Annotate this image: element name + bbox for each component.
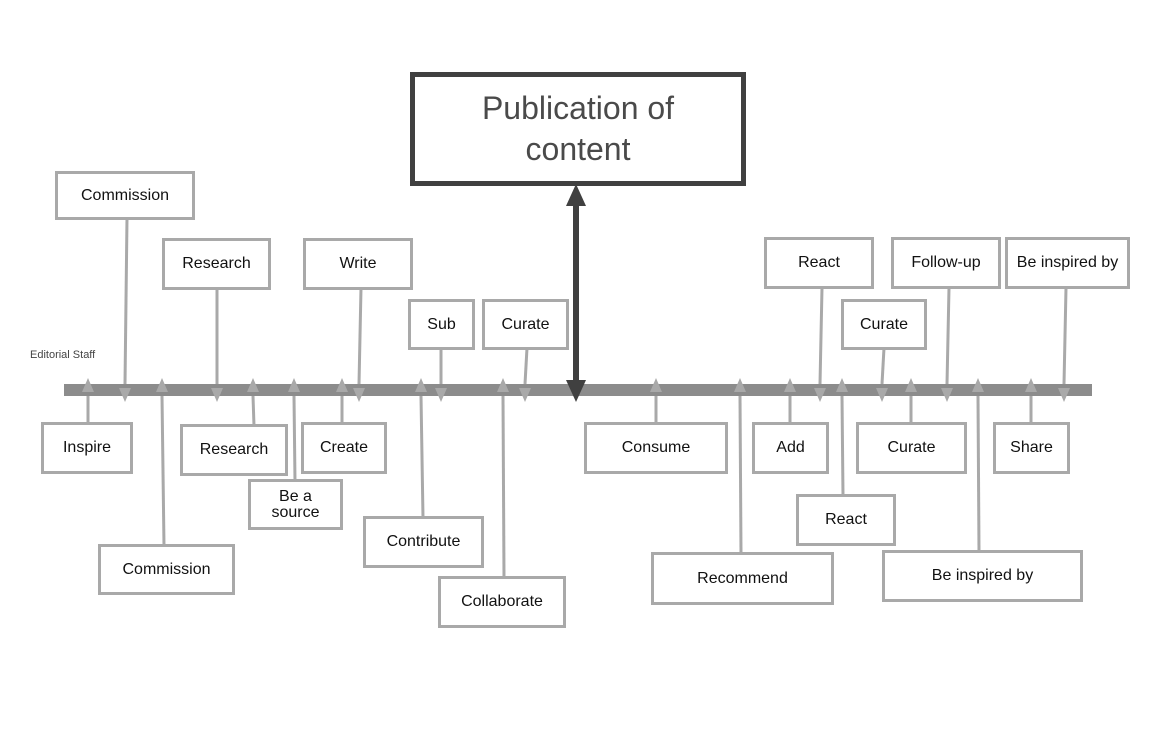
box-curate-right: Curate (841, 299, 927, 350)
arrowhead-down-icon (519, 388, 531, 402)
box-consume: Consume (584, 422, 728, 474)
arrowhead-up-icon (288, 378, 300, 392)
box-curate-left: Curate (482, 299, 569, 350)
arrowhead-up-icon (156, 378, 168, 392)
box-contribute: Contribute (363, 516, 484, 568)
box-share: Share (993, 422, 1070, 474)
box-research-top: Research (162, 238, 271, 290)
arrowhead-down-icon (876, 388, 888, 402)
arrowhead-down-icon (941, 388, 953, 402)
box-be-a-source: Be a source (248, 479, 343, 530)
connector-react-bottom (840, 395, 845, 497)
arrowhead-down-icon (814, 388, 826, 402)
down-connectors (123, 217, 1068, 385)
box-inspire: Inspire (41, 422, 133, 474)
connector-follow-up-top (945, 287, 951, 385)
down-arrowheads (119, 388, 1070, 402)
connector-write-top (357, 287, 363, 385)
arrowhead-up-icon (784, 378, 796, 392)
arrowhead-down-icon (211, 388, 223, 402)
box-create: Create (301, 422, 387, 474)
arrowhead-down-icon (1058, 388, 1070, 402)
arrowhead-up-icon (336, 378, 348, 392)
connector-recommend (738, 395, 743, 555)
connector-collaborate (501, 395, 506, 579)
box-follow-up: Follow-up (891, 237, 1001, 289)
box-research-bottom: Research (180, 424, 288, 476)
box-react-top: React (764, 237, 874, 289)
editorial-staff-label: Editorial Staff (30, 349, 96, 361)
box-write: Write (303, 238, 413, 290)
connector-be-inspired-bottom (976, 395, 981, 553)
box-curate-bottom: Curate (856, 422, 967, 474)
connector-commission-bottom (160, 395, 166, 547)
connector-react-top (818, 287, 824, 385)
box-add: Add (752, 422, 829, 474)
box-sub: Sub (408, 299, 475, 350)
connector-curate-left-top (523, 347, 529, 385)
box-react-bottom: React (796, 494, 896, 546)
arrowhead-up-icon (497, 378, 509, 392)
connector-commission-top (123, 217, 129, 385)
box-commission-top: Commission (55, 171, 195, 220)
up-connectors (86, 395, 1033, 579)
box-commission-bottom: Commission (98, 544, 235, 595)
arrowhead-up-icon (650, 378, 662, 392)
arrowhead-up-icon (836, 378, 848, 392)
connector-curate-right-top (880, 347, 886, 385)
arrowhead-up-icon (734, 378, 746, 392)
arrowhead-up-icon (247, 378, 259, 392)
arrowhead-up-icon (1025, 378, 1037, 392)
arrowhead-down-icon (566, 380, 586, 402)
connector-be-inspired-top (1062, 287, 1068, 385)
publication-title-box: Publication of content (410, 72, 746, 186)
arrowhead-up-icon (415, 378, 427, 392)
publication-arrow (566, 184, 586, 402)
box-be-inspired-top: Be inspired by (1005, 237, 1130, 289)
arrowhead-down-icon (435, 388, 447, 402)
box-collaborate: Collaborate (438, 576, 566, 628)
arrowhead-up-icon (82, 378, 94, 392)
up-arrowheads (82, 378, 1037, 392)
connector-contribute (419, 395, 425, 519)
arrowhead-up-icon (905, 378, 917, 392)
arrowhead-down-icon (119, 388, 131, 402)
connector-research-bottom (251, 395, 256, 427)
arrowhead-up-icon (972, 378, 984, 392)
connector-be-a-source (292, 395, 297, 483)
arrowhead-down-icon (353, 388, 365, 402)
box-be-inspired-bottom: Be inspired by (882, 550, 1083, 602)
box-recommend: Recommend (651, 552, 834, 605)
arrowhead-up-icon (566, 184, 586, 206)
